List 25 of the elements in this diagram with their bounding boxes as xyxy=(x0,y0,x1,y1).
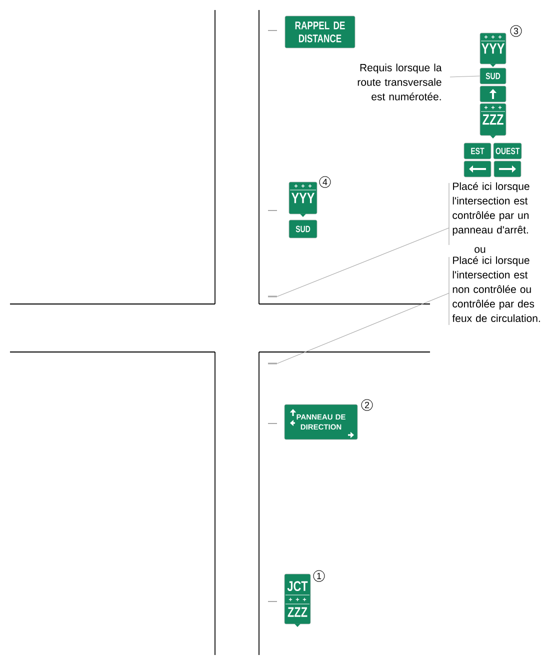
route-shield: YYY xyxy=(288,182,318,217)
route-shield: JCT ZZZ xyxy=(284,574,311,627)
sign-panel: RAPPEL DE DISTANCE xyxy=(284,16,356,48)
callout-number: 2 xyxy=(361,399,373,411)
leader-line xyxy=(276,292,450,364)
sign-position-mark xyxy=(268,296,277,298)
arrow-sign xyxy=(494,160,522,178)
note-text: Requis lorsque la route transversale est numérotée. xyxy=(358,64,442,100)
route-shield: ZZZ xyxy=(480,103,506,138)
arrow-sign xyxy=(464,160,492,178)
callout-number: 3 xyxy=(510,25,522,37)
callout-number: 4 xyxy=(319,176,331,188)
note-text: Placé ici lorsque l'intersection est contrôlée par un panneau d'arrêt. xyxy=(452,182,530,236)
leader-line xyxy=(276,228,450,297)
arrow-sign xyxy=(480,86,506,102)
route-shield: YYY xyxy=(480,32,506,67)
note-text: ou xyxy=(474,247,486,253)
sign-panel: OUEST xyxy=(493,142,522,160)
sign-panel: SUD xyxy=(480,68,506,84)
sign-panel: SUD xyxy=(288,220,318,238)
leader-line xyxy=(450,76,480,78)
sign-panel: EST xyxy=(464,142,492,160)
callout-number: 1 xyxy=(313,570,325,582)
sign-position-mark xyxy=(268,362,277,364)
note-text: Placé ici lorsque l'intersection est non contrôlée ou contrôlée par des feux de circulation. xyxy=(452,256,540,322)
